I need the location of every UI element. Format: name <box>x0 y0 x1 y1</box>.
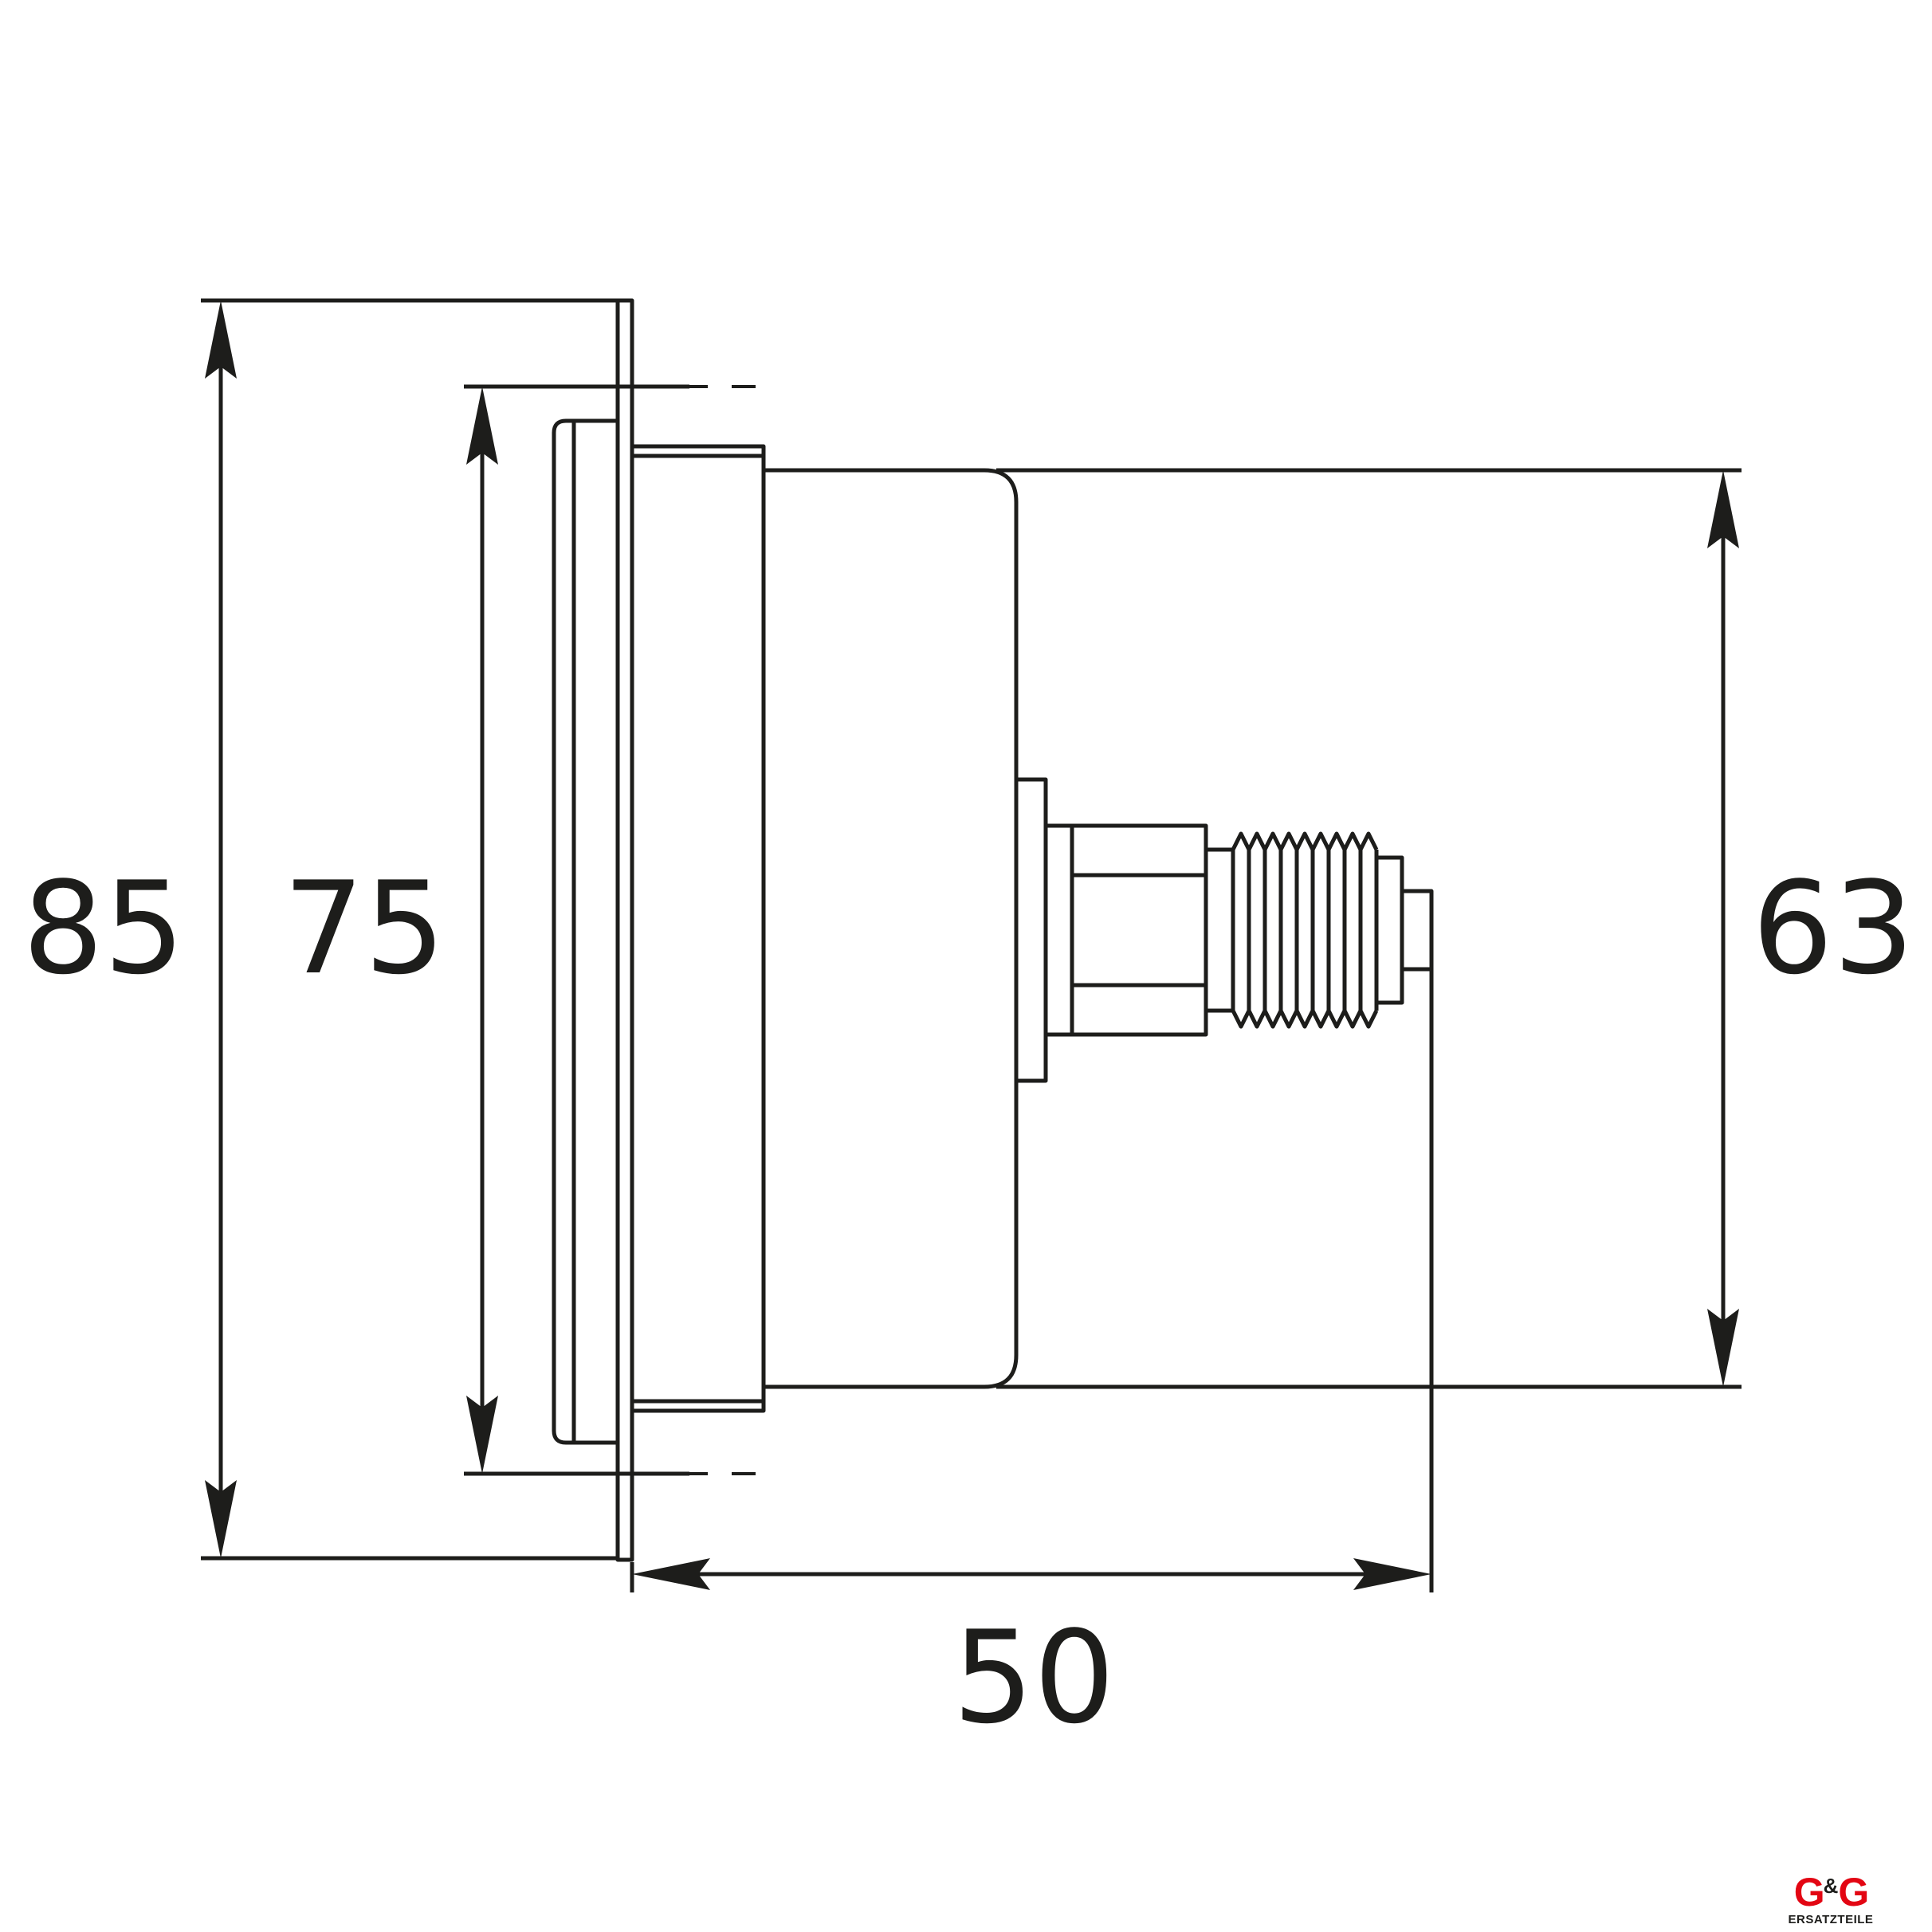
label-50: 50 <box>952 1603 1115 1752</box>
dimension-50: 50 <box>630 969 1434 1752</box>
gauge-case <box>761 468 1019 1389</box>
arrow-right <box>1353 1558 1431 1590</box>
arrow-down <box>466 1396 498 1474</box>
dimension-85: 85 <box>22 298 618 1561</box>
label-85: 85 <box>22 854 185 1003</box>
logo-letter-right: G <box>1838 1870 1869 1914</box>
dimension-75: 75 <box>283 384 761 1476</box>
logo-ampersand: & <box>1823 1874 1839 1898</box>
arrow-up <box>205 300 237 379</box>
brand-logo: G&G ERSATZTEILE <box>1771 1865 1891 1929</box>
label-75: 75 <box>283 854 446 1003</box>
dimension-63: 63 <box>996 468 1914 1389</box>
mounting-collar <box>632 444 766 1413</box>
arrow-down <box>1707 1309 1739 1387</box>
logo-mark: G&G <box>1771 1865 1891 1913</box>
front-flange <box>615 298 634 1562</box>
logo-letter-left: G <box>1793 1870 1825 1914</box>
rear-connection <box>1014 777 1434 1083</box>
arrow-up <box>1707 470 1739 548</box>
arrow-down <box>205 1480 237 1558</box>
label-63: 63 <box>1752 854 1914 1003</box>
logo-subtitle: ERSATZTEILE <box>1788 1913 1874 1926</box>
bezel-ring <box>552 418 618 1445</box>
arrow-up <box>466 387 498 465</box>
arrow-left <box>632 1558 710 1590</box>
